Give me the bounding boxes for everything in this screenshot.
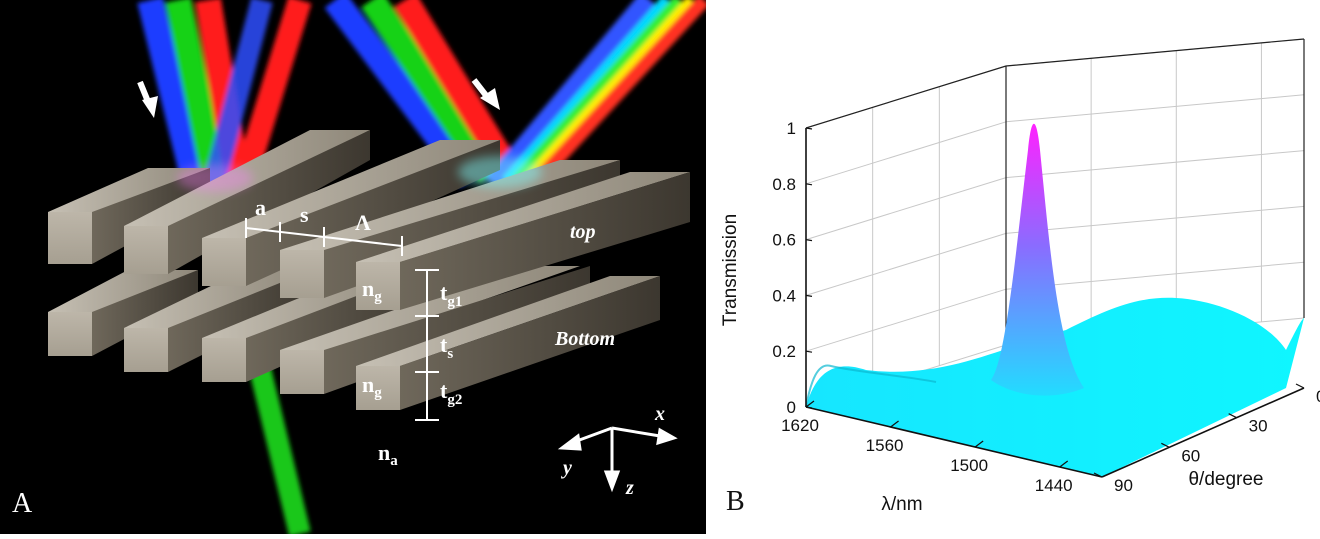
panel-a-schematic: a s Λ top Bottom ng ng tg1 ts tg2 na x y… — [0, 0, 706, 534]
z-tick-mark — [805, 183, 813, 186]
label-s: s — [300, 202, 309, 227]
label-top-layer: top — [570, 221, 596, 243]
thickness-dimension — [415, 269, 439, 421]
surface-edge-ridge — [805, 364, 937, 408]
grid-line — [805, 121, 1007, 185]
bottom-grating-layer — [48, 266, 660, 410]
y-tick-label: 30 — [1249, 417, 1268, 436]
z-tick-mark — [805, 294, 813, 297]
y-tick-mark — [1228, 413, 1237, 419]
x-tick-mark — [890, 420, 899, 428]
left-wall — [806, 66, 1006, 407]
axis-z-label: z — [625, 477, 634, 499]
y-tick-mark — [1093, 472, 1103, 478]
top-grating-layer — [48, 130, 690, 310]
x-axis-title: λ/nm — [881, 494, 922, 515]
x-tick-mark — [1059, 460, 1069, 468]
z-tick-label: 0 — [787, 398, 796, 417]
incident-arrow-right — [471, 78, 500, 110]
y-axis-title: θ/degree — [1188, 469, 1263, 490]
grid-line — [805, 177, 1007, 241]
grid-line — [1005, 94, 1305, 123]
label-tg1: tg1 — [440, 280, 462, 310]
diffracted-beams — [324, 0, 706, 193]
y-tick-mark — [1295, 383, 1305, 389]
label-ng-bottom: ng — [362, 372, 382, 401]
y-tick-label: 0 — [1316, 387, 1320, 406]
transmission-surface — [805, 123, 1304, 477]
panel-a-label: A — [12, 488, 33, 519]
grating-bar — [356, 276, 660, 410]
grid-line — [805, 232, 1007, 296]
y-tick-mark — [1161, 442, 1170, 448]
y-tick-label: 90 — [1114, 476, 1133, 495]
y-tick-label: 60 — [1181, 446, 1200, 465]
z-tick-mark — [805, 239, 813, 242]
z-tick-label: 0.8 — [772, 175, 796, 194]
x-tick-label: 1560 — [866, 436, 904, 455]
x-tick-mark — [974, 440, 984, 448]
z-tick-label: 0.2 — [772, 342, 796, 361]
period-dimension — [245, 218, 403, 256]
grid-line — [1005, 150, 1305, 179]
grid-line — [805, 288, 1007, 352]
label-ts: ts — [440, 332, 453, 362]
label-tg2: tg2 — [440, 378, 462, 408]
z-tick-mark — [805, 406, 813, 409]
x-tick-mark — [805, 400, 815, 408]
grating-schematic: a s Λ top Bottom ng ng tg1 ts tg2 na x y… — [12, 0, 706, 534]
x-tick-label: 1440 — [1035, 476, 1073, 495]
z-tick-mark — [805, 350, 813, 353]
label-na: na — [378, 440, 398, 469]
coordinate-axes — [557, 426, 678, 493]
grid-lines — [805, 38, 1305, 408]
z-tick-mark — [805, 127, 813, 130]
grid-line — [1005, 261, 1305, 290]
surface-peak — [991, 123, 1084, 396]
grid-line — [1005, 205, 1305, 234]
z-tick-label: 0.6 — [772, 231, 796, 250]
axis-x-label: x — [654, 403, 665, 425]
incident-beams — [137, 0, 312, 209]
y-axis-line — [1101, 387, 1305, 478]
transmission-surface-chart: 0 0.2 0.4 0.6 0.8 1 1620 1560 1500 1440 0 30 60 90 Tr… — [720, 38, 1320, 517]
x-axis-line — [805, 406, 1103, 478]
incident-arrow-left — [137, 80, 158, 118]
grating-bar — [48, 270, 198, 356]
x-tick-label: 1620 — [781, 416, 819, 435]
grating-bar — [356, 172, 690, 310]
label-a: a — [255, 195, 266, 220]
beam-spot-left — [177, 164, 253, 192]
panel-b-surface-plot: 0 0.2 0.4 0.6 0.8 1 1620 1560 1500 1440 0 30 60 90 Tr… — [706, 0, 1320, 534]
label-ng-top: ng — [362, 276, 382, 305]
chart-axes: 0 0.2 0.4 0.6 0.8 1 1620 1560 1500 1440 0 30 60 90 — [772, 119, 1320, 495]
panel-b-label: B — [726, 486, 745, 517]
z-tick-label: 0.4 — [772, 286, 796, 305]
z-axis-title: Transmission — [720, 214, 741, 326]
beam-spot-right — [458, 156, 542, 188]
x-tick-label: 1500 — [950, 456, 988, 475]
axis-y-label: y — [561, 457, 572, 479]
label-bottom-layer: Bottom — [554, 328, 615, 350]
z-tick-label: 1 — [787, 119, 796, 138]
label-period: Λ — [355, 210, 371, 235]
